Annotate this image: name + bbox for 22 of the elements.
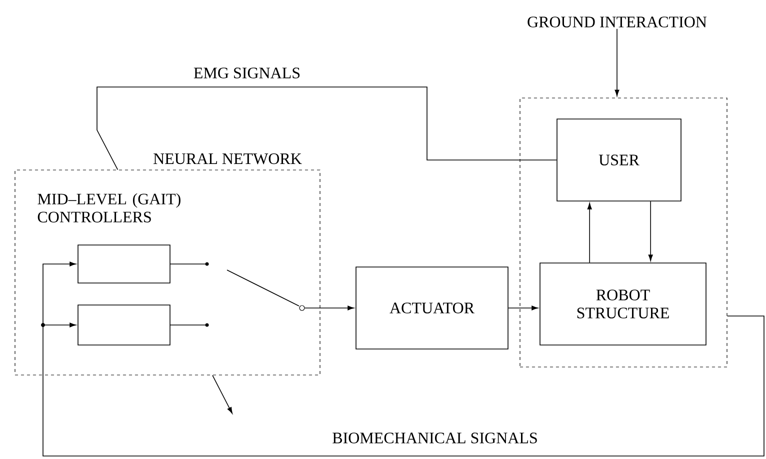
arrow bbox=[587, 202, 592, 263]
frame-caption: MID–LEVEL (GAIT) CONTROLLERS bbox=[38, 193, 180, 222]
edge-label: EMG SIGNALS bbox=[192, 66, 302, 80]
switch-contact bbox=[299, 305, 305, 311]
arrow bbox=[508, 306, 538, 310]
arrow bbox=[304, 306, 354, 310]
dashed-frame bbox=[520, 98, 728, 368]
frame-heading: NEURAL NETWORK bbox=[154, 153, 302, 164]
block-box: ACTUATOR bbox=[356, 266, 508, 350]
input-label: GROUND INTERACTION bbox=[528, 16, 707, 28]
edge-label: BIOMECHANICAL SIGNALS bbox=[331, 432, 539, 444]
arrow bbox=[212, 374, 232, 414]
arrow bbox=[42, 262, 76, 326]
block-box: USER bbox=[556, 118, 682, 202]
connector-line bbox=[42, 316, 764, 456]
controller-box bbox=[78, 244, 170, 284]
controller-box bbox=[78, 304, 170, 346]
arrow bbox=[42, 322, 76, 328]
connector-line bbox=[96, 86, 557, 170]
arrow bbox=[614, 28, 620, 96]
arrow bbox=[648, 201, 653, 262]
block-box: ROBOT STRUCTURE bbox=[540, 262, 706, 346]
